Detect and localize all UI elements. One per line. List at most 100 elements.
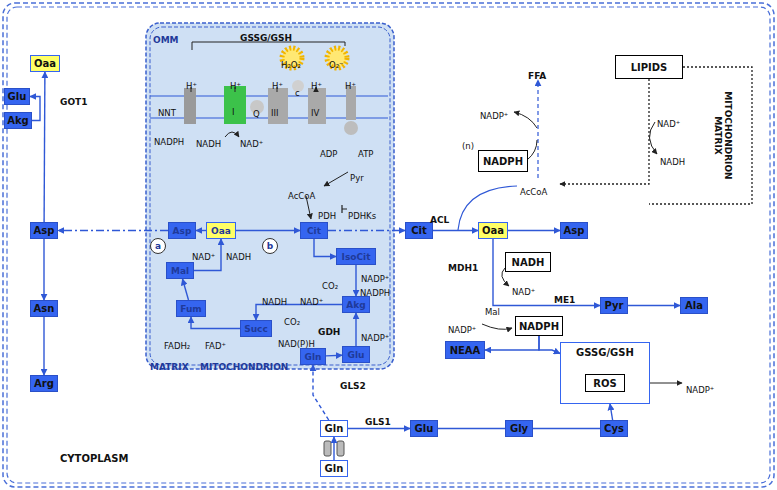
oaa-box: Oaa	[478, 222, 508, 239]
route-circle: a	[150, 238, 166, 254]
label-holder: CO₂	[322, 274, 338, 293]
node-text: GSSG/GSH	[576, 347, 634, 358]
metabolite-label: NADP⁺	[448, 325, 476, 335]
metabolite-box: Glu	[410, 420, 438, 437]
label-holder: NADH	[262, 290, 287, 309]
label-holder: H⁺	[311, 74, 322, 93]
metabolite-label: H₂O₂	[281, 60, 301, 70]
metabolite-label: NADH	[226, 252, 251, 262]
metabolite-label: NADH	[262, 297, 287, 307]
node-text: Succ	[244, 324, 268, 334]
label-holder: (n)	[462, 134, 474, 153]
metabolite-label: H⁺	[186, 81, 197, 91]
node-text: MATRIX	[150, 362, 189, 372]
metabolite-label: NAD⁺	[300, 297, 323, 307]
metabolite-label: NADP⁺	[686, 385, 714, 395]
metabolite-label: NADP⁺	[361, 274, 389, 284]
metabolite-label: I	[232, 107, 235, 117]
pathway-arrow	[314, 239, 336, 257]
metabolite-label: III	[271, 108, 279, 118]
mito-membrane	[145, 22, 395, 370]
node-text: Cit	[411, 225, 427, 236]
metabolite-label: FADH₂	[164, 341, 190, 351]
label-holder: NADH	[226, 245, 251, 264]
label-holder: NADH	[196, 132, 221, 151]
enzyme-label: GLS1	[365, 417, 391, 427]
label-holder: GLS1	[365, 410, 391, 429]
pathway-arrow	[433, 230, 478, 231]
label-holder: GDH	[318, 320, 340, 339]
cofactor-box: NADH	[505, 252, 551, 272]
node-text: Akg	[7, 115, 29, 126]
label-holder: ACL	[430, 208, 449, 227]
node-text: Ala	[685, 300, 703, 311]
enzyme-label: FFA	[528, 71, 546, 81]
node-text: ROS	[593, 378, 616, 389]
metabolite-box: Asp	[30, 222, 58, 239]
label-holder: AcCoA	[520, 180, 547, 199]
redox-box: GSSG/GSH ROS	[560, 342, 650, 404]
metabolite-label: (n)	[462, 141, 474, 151]
metabolite-label: NADP⁺	[480, 111, 508, 121]
node-text: Glu	[8, 91, 27, 102]
pathway-arrow	[539, 336, 560, 354]
metabolite-box: Glu	[342, 346, 370, 363]
label-holder: FFA	[528, 64, 546, 83]
metabolite-box: Akg	[342, 296, 370, 313]
metabolite-label: Q	[253, 109, 260, 119]
pathway-arrow	[183, 279, 189, 300]
node-text: Glu	[348, 350, 365, 360]
node-text: Akg	[346, 300, 365, 310]
text-holder: MATRIX	[150, 355, 189, 374]
enzyme-label: ACL	[430, 215, 449, 225]
metabolite-label: H⁺	[311, 81, 322, 91]
metabolite-box: IsoCit	[336, 248, 376, 265]
enzyme-label: GSSG/GSH	[240, 33, 292, 43]
metabolite-box: Gly	[505, 420, 533, 437]
label-holder: NADH	[660, 150, 685, 169]
metabolite-box: Cit	[405, 222, 433, 239]
node-text: IsoCit	[342, 252, 371, 262]
cofactor-box: NADPH	[515, 316, 563, 336]
node-text: LIPIDS	[631, 62, 668, 73]
label-holder: NADP⁺	[686, 378, 714, 397]
label-holder: NAD⁺	[240, 132, 263, 151]
node-text: NADPH	[519, 321, 559, 332]
node-text: Gln	[325, 463, 344, 474]
metabolite-label: NADP⁺	[361, 333, 389, 343]
oaa-box: Oaa	[206, 222, 236, 239]
metabolite-label: NAD⁺	[512, 287, 535, 297]
label-holder: FADH₂	[164, 334, 190, 353]
metabolite-label: NAD(P)H	[278, 339, 315, 349]
enzyme-label: GOT1	[60, 97, 87, 107]
metabolite-label: FAD⁺	[205, 341, 226, 351]
pathway-arrow	[43, 72, 45, 222]
node-text: NADH	[512, 257, 545, 268]
neaa-box: NEAA	[445, 341, 485, 359]
metabolite-label: NADH	[196, 139, 221, 149]
metabolite-label: NADPH	[154, 137, 184, 147]
label-holder: MDH1	[448, 256, 478, 275]
node-text: CYTOPLASM	[60, 453, 129, 464]
metabolite-label: NADPH	[360, 288, 390, 298]
node-text: Arg	[34, 378, 54, 389]
pathway-arrow	[43, 317, 44, 375]
node-text: Gln	[305, 352, 322, 362]
metabolite-box: Mal	[166, 262, 194, 279]
node-text: OMM	[153, 35, 179, 45]
metabolite-label: H⁺	[272, 81, 283, 91]
enzyme-label: GDH	[318, 327, 340, 337]
label-holder: I	[232, 100, 235, 119]
label-holder: Pyr	[350, 166, 364, 185]
label-holder: III	[271, 101, 279, 120]
label-holder: H⁺	[345, 74, 356, 93]
metabolite-box: Cys	[600, 420, 628, 437]
pathway-arrow	[610, 404, 613, 420]
label-holder: O₂⁻	[329, 53, 344, 72]
metabolite-label: Mal	[484, 307, 501, 317]
metabolite-box: Cit	[300, 222, 328, 239]
metabolite-box: Akg	[4, 112, 32, 129]
metabolite-label: NAD⁺	[192, 252, 215, 262]
node-text: Asn	[34, 303, 55, 314]
